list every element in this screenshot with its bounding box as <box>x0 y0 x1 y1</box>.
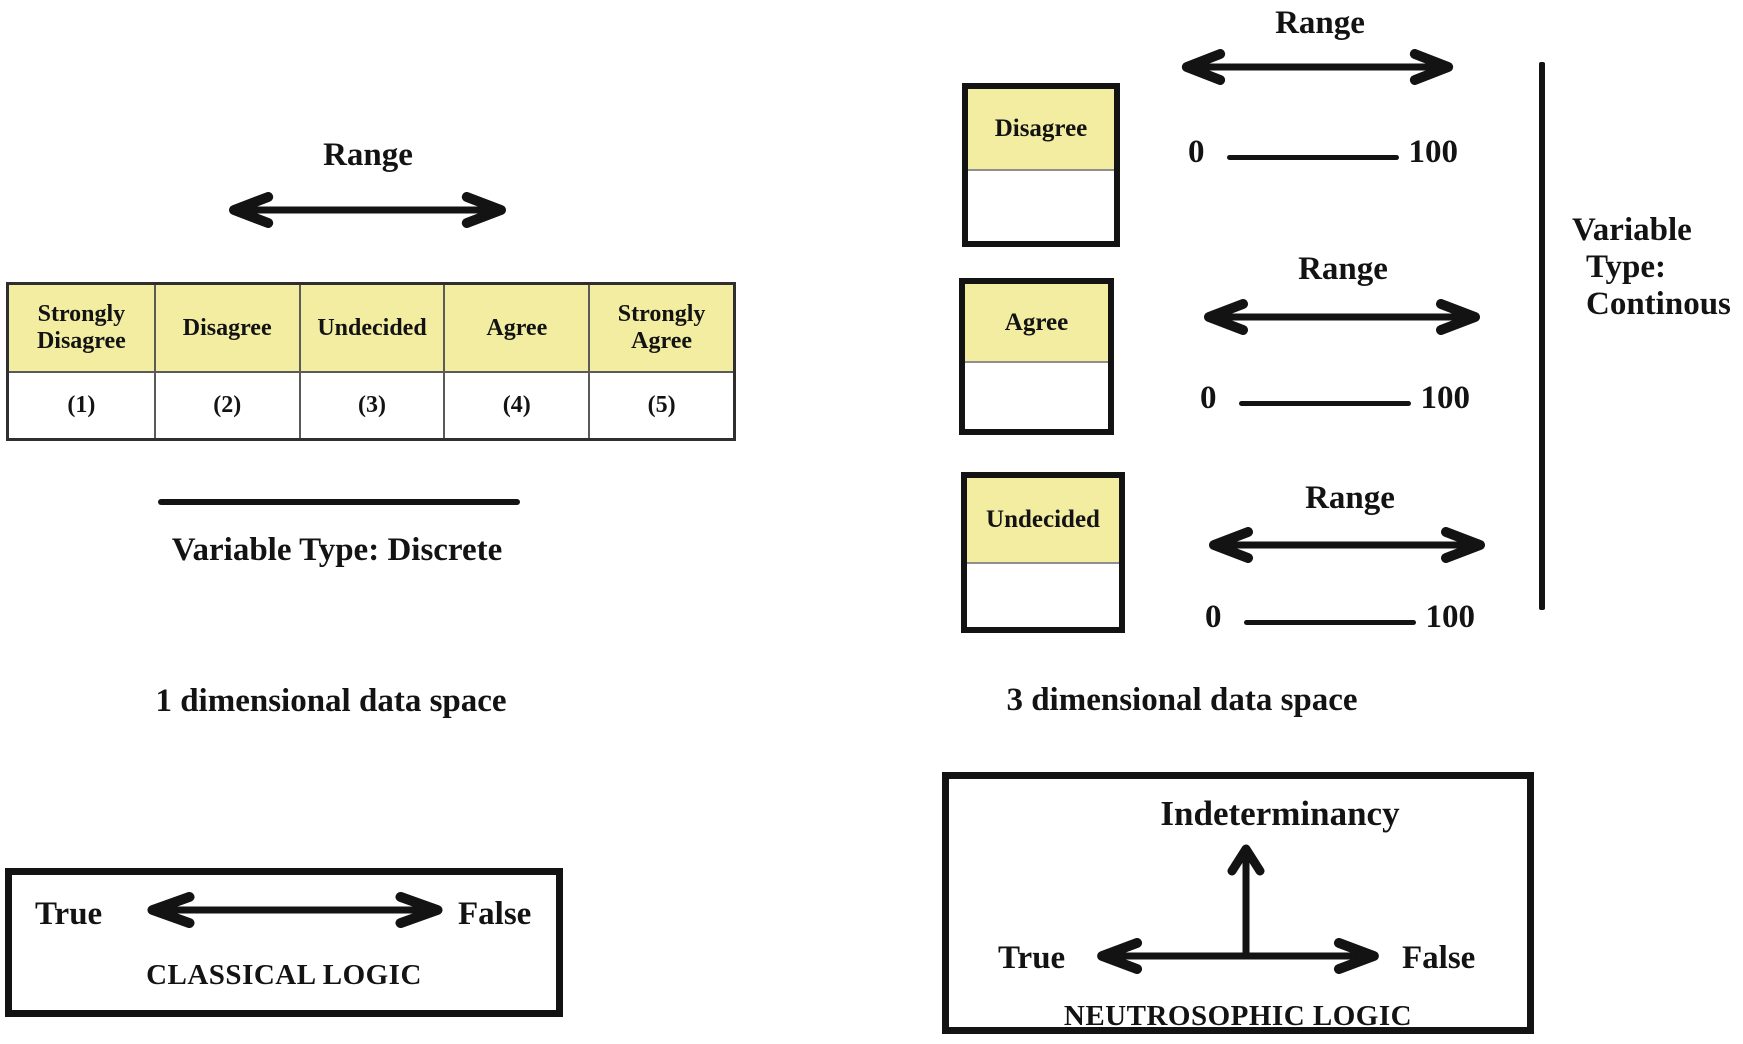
box-empty-area <box>965 363 1108 429</box>
scale-line <box>1243 619 1416 625</box>
dimension-caption-3d: 3 dimensional data space <box>1006 682 1358 718</box>
vt-line: Variable <box>1572 212 1692 248</box>
false-label: False <box>1402 940 1476 976</box>
table-header-cell: Strongly Agree <box>588 285 733 373</box>
scale-0-100: 0 100 <box>1200 377 1470 419</box>
scale-min-label: 0 <box>1188 134 1205 170</box>
vt-line: Type: <box>1586 249 1667 285</box>
table-header-cell: Undecided <box>298 285 444 373</box>
likert-box-disagree: Disagree <box>962 83 1120 247</box>
range-label-row3: Range <box>1305 480 1395 516</box>
table-value-cell: (5) <box>588 373 733 438</box>
true-label: True <box>35 896 103 932</box>
scale-line <box>1226 154 1399 160</box>
dimension-caption-1d: 1 dimensional data space <box>155 683 507 719</box>
scale-max-label: 100 <box>1425 599 1476 635</box>
neutrosophic-logic-box: Indeterminancy True False NEUTROSOPHIC L… <box>942 772 1534 1034</box>
box-label: Agree <box>965 284 1108 363</box>
box-empty-area <box>967 564 1119 627</box>
table-value-cell: (2) <box>153 373 299 438</box>
table-value-cell: (4) <box>443 373 588 438</box>
vt-line: Continous <box>1586 286 1731 322</box>
neutrosophic-logic-title: NEUTROSOPHIC LOGIC <box>1063 1000 1413 1032</box>
box-label: Undecided <box>967 478 1119 564</box>
range-label-discrete: Range <box>323 137 413 173</box>
table-header-cell: Disagree <box>153 285 299 373</box>
scale-line <box>1238 400 1411 406</box>
true-label: True <box>998 940 1066 976</box>
scale-0-100: 0 100 <box>1205 596 1475 638</box>
likert-box-agree: Agree <box>959 278 1114 435</box>
scale-0-100: 0 100 <box>1188 131 1458 173</box>
classical-logic-title: CLASSICAL LOGIC <box>146 959 422 991</box>
range-label-row1: Range <box>1275 5 1365 41</box>
likert-table: Strongly Disagree Disagree Undecided Agr… <box>6 282 736 441</box>
double-arrow-icon <box>147 892 443 928</box>
scale-max-label: 100 <box>1408 134 1459 170</box>
variable-type-discrete-label: Variable Type: Discrete <box>171 532 503 568</box>
indeterminancy-label: Indeterminancy <box>1160 794 1400 833</box>
table-header-cell: Strongly Disagree <box>9 285 154 373</box>
scale-min-label: 0 <box>1205 599 1222 635</box>
box-label: Disagree <box>968 89 1114 171</box>
classical-logic-box: True False CLASSICAL LOGIC <box>5 868 563 1017</box>
scale-min-label: 0 <box>1200 380 1217 416</box>
double-arrow-icon <box>229 192 506 228</box>
table-value-cell: (1) <box>67 392 96 418</box>
scale-max-label: 100 <box>1420 380 1471 416</box>
continuous-divider-line <box>1539 62 1545 610</box>
likert-box-undecided: Undecided <box>961 472 1125 633</box>
double-arrow-icon <box>1204 299 1480 335</box>
table-underline <box>158 499 520 505</box>
double-arrow-icon <box>1097 938 1379 974</box>
table-header-cell: Agree <box>443 285 589 373</box>
variable-type-continuous-label: Variable Type: Continous <box>1572 212 1743 323</box>
box-empty-area <box>968 171 1114 241</box>
up-arrow-icon <box>1227 844 1265 956</box>
false-label: False <box>458 896 532 932</box>
double-arrow-icon <box>1181 49 1454 85</box>
table-value-cell: (3) <box>298 373 444 438</box>
range-label-row2: Range <box>1298 251 1388 287</box>
double-arrow-icon <box>1209 527 1485 563</box>
